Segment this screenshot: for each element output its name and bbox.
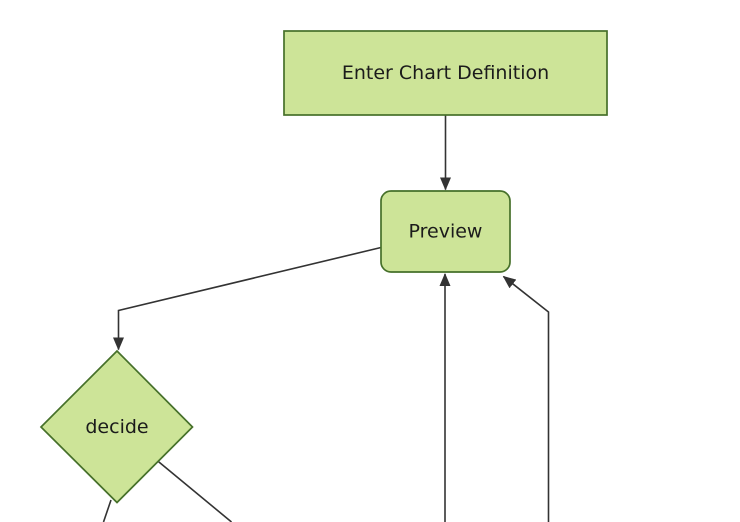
node-decide: decide: [39, 349, 194, 504]
diamond-shape: [39, 349, 194, 504]
edge-layer: [102, 115, 550, 522]
edge-preview-to-decide: [113, 246, 382, 351]
rectangle-shape: [283, 30, 608, 116]
node-label-preview: Preview: [409, 221, 483, 243]
node-enter-chart-definition: Enter Chart Definition: [283, 30, 608, 116]
node-label-decide: decide: [85, 416, 148, 438]
node-preview: Preview: [380, 190, 511, 273]
edge-decide-to-offscreen-left: [102, 499, 112, 522]
edge-offscreen-right-to-preview: [502, 275, 550, 522]
edge-decide-to-offscreen-right: [155, 459, 233, 522]
rounded-rectangle-shape: [380, 190, 511, 273]
node-label-enter-chart-definition: Enter Chart Definition: [342, 62, 549, 84]
